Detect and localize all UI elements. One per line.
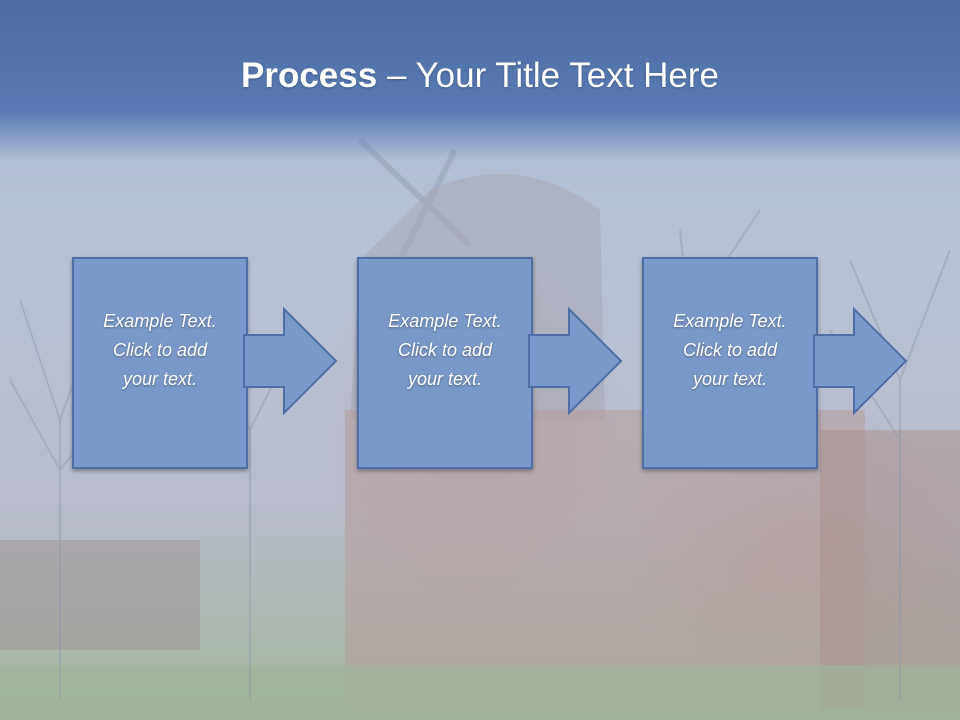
slide-title[interactable]: Process – Your Title Text Here (0, 52, 960, 100)
process-step-2-arrow-icon (528, 306, 623, 416)
process-step-3-text: Example Text. Click to add your text. (673, 310, 787, 389)
title-rest-text: – Your Title Text Here (377, 56, 719, 95)
process-step-3-arrow-icon (813, 306, 908, 416)
process-step-1-box[interactable]: Example Text. Click to add your text. (72, 257, 248, 469)
title-bold-text: Process (241, 56, 378, 95)
process-step-2-text: Example Text. Click to add your text. (388, 310, 502, 389)
process-step-3-box[interactable]: Example Text. Click to add your text. (642, 257, 818, 469)
title-band (0, 0, 960, 160)
process-step-1-arrow-icon (243, 306, 338, 416)
process-step-1-text: Example Text. Click to add your text. (103, 310, 217, 389)
process-step-2-box[interactable]: Example Text. Click to add your text. (357, 257, 533, 469)
